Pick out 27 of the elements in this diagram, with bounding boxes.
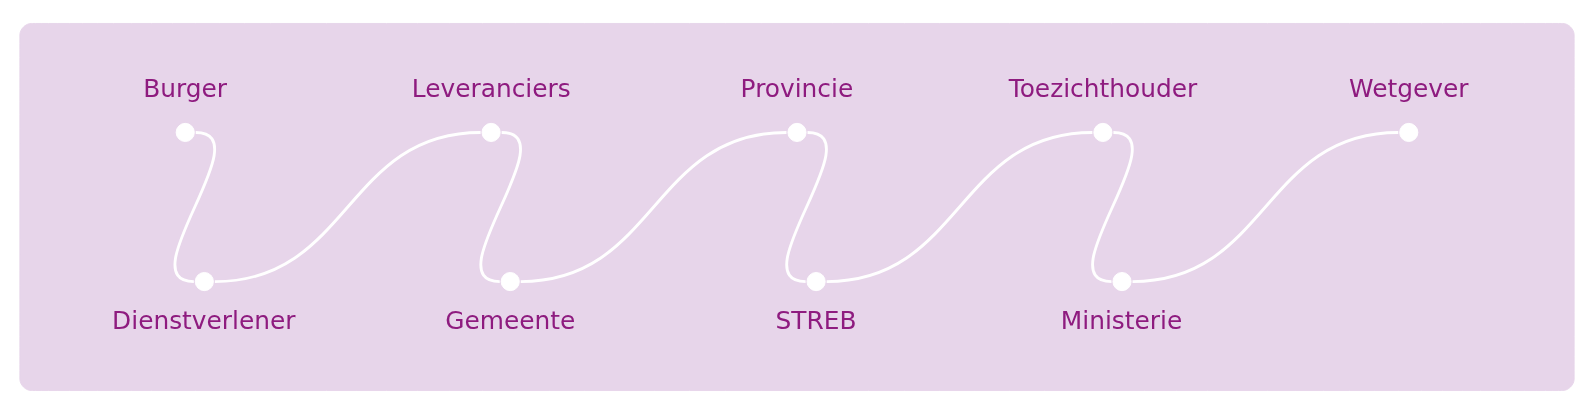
- node-circle: [787, 122, 807, 142]
- node-label: Dienstverlener: [112, 305, 296, 335]
- node-label: Burger: [143, 73, 228, 103]
- node-circle: [1093, 122, 1113, 142]
- cluster: [19, 22, 1575, 391]
- node-label: Ministerie: [1060, 305, 1183, 335]
- node-label: STREB: [775, 305, 857, 335]
- node-label: Gemeente: [445, 305, 576, 335]
- node-circle: [1112, 271, 1132, 291]
- node-circle: [175, 122, 195, 142]
- node-circle: [194, 271, 214, 291]
- node-label: Toezichthouder: [1008, 73, 1198, 103]
- node-circle: [806, 271, 826, 291]
- node-circle: [481, 122, 501, 142]
- connector: [520, 130, 787, 283]
- connector: [1091, 130, 1134, 283]
- connector: [826, 130, 1093, 283]
- node-label: Provincie: [740, 73, 854, 103]
- connector: [214, 130, 481, 283]
- node-label: Wetgever: [1349, 73, 1469, 103]
- connector: [1132, 130, 1399, 283]
- node-circle: [1399, 122, 1419, 142]
- connector: [479, 130, 522, 283]
- connector: [174, 130, 216, 283]
- connector: [785, 130, 828, 283]
- node-label: Leveranciers: [411, 73, 571, 103]
- node-circle: [500, 271, 520, 291]
